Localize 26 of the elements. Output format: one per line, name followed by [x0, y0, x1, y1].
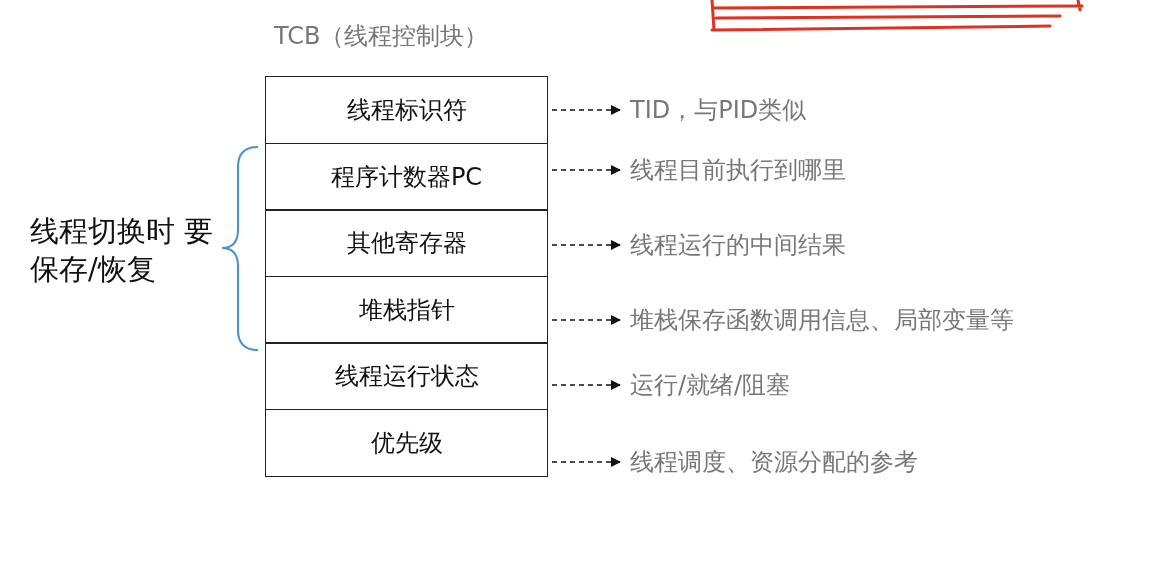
brace-label: 线程切换时 要保存/恢复 [30, 213, 215, 288]
arrow [551, 315, 621, 325]
table-row [265, 142, 548, 211]
field-name: 线程标识符 [346, 95, 467, 126]
annotation-text: 堆栈保存函数调用信息、局部变量等 [630, 305, 1014, 336]
diagram-title: TCB（线程控制块） [274, 21, 489, 52]
table-row [265, 275, 548, 344]
table-row [265, 209, 548, 277]
table-row [265, 342, 548, 410]
arrow [551, 165, 621, 175]
field-name: 线程运行状态 [334, 361, 479, 392]
annotation-text: TID，与PID类似 [630, 95, 807, 126]
table-row [265, 408, 548, 477]
table-row [265, 76, 548, 144]
arrow [551, 240, 621, 250]
arrow [551, 380, 621, 390]
field-name: 优先级 [370, 427, 443, 459]
annotation-text: 线程运行的中间结果 [630, 230, 846, 261]
annotation-text: 线程目前执行到哪里 [630, 155, 846, 186]
annotation-text: 线程调度、资源分配的参考 [630, 447, 918, 478]
field-name: 堆栈指针 [358, 294, 455, 326]
annotation-text: 运行/就绪/阻塞 [630, 370, 791, 401]
field-name: 程序计数器PC [330, 161, 483, 193]
field-name: 其他寄存器 [346, 228, 467, 259]
arrow [551, 457, 621, 467]
arrow [551, 105, 621, 115]
